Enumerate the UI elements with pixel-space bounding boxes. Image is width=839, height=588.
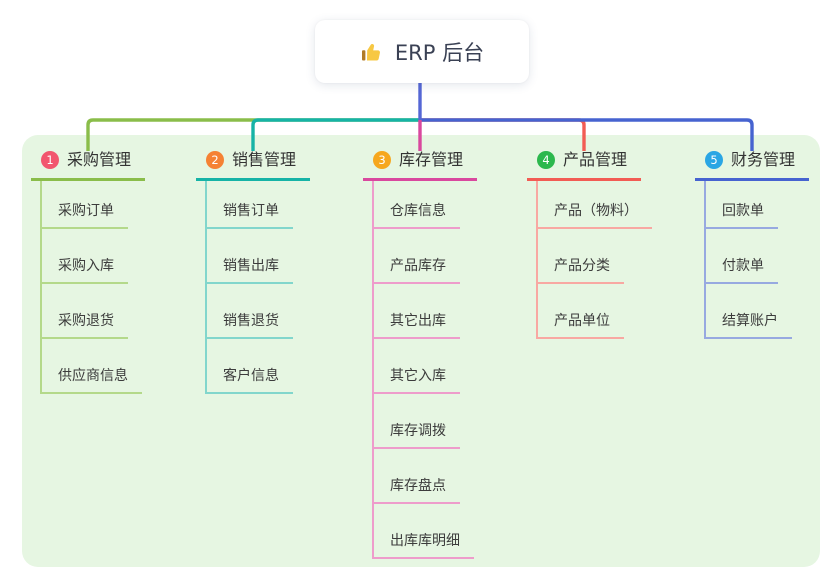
branch-children: 销售订单 销售出库 销售退货 客户信息 [205,181,293,394]
child-node[interactable]: 产品库存 [374,229,460,284]
branch-inventory: 3 库存管理 仓库信息 产品库存 其它出库 其它入库 库存调拨 库存盘点 出库库… [363,146,477,559]
branch-product: 4 产品管理 产品（物料） 产品分类 产品单位 [527,146,652,339]
branch-number-badge: 3 [373,151,391,169]
child-node[interactable]: 产品（物料） [538,181,652,229]
root-node[interactable]: ERP 后台 [315,20,529,83]
child-node[interactable]: 销售退货 [207,284,293,339]
child-node[interactable]: 采购入库 [42,229,128,284]
child-node[interactable]: 销售出库 [207,229,293,284]
branch-heading-purchase[interactable]: 1 采购管理 [31,146,145,181]
branch-heading-inventory[interactable]: 3 库存管理 [363,146,477,181]
branch-label: 采购管理 [67,150,132,169]
child-node[interactable]: 其它入库 [374,339,460,394]
branch-number-badge: 2 [206,151,224,169]
branch-children: 回款单 付款单 结算账户 [704,181,792,339]
branch-label: 销售管理 [232,150,297,169]
mindmap-panel [22,135,820,567]
child-node[interactable]: 结算账户 [706,284,792,339]
child-node[interactable]: 其它出库 [374,284,460,339]
branch-label: 产品管理 [563,150,628,169]
branch-children: 产品（物料） 产品分类 产品单位 [536,181,652,339]
child-node[interactable]: 销售订单 [207,181,293,229]
child-node[interactable]: 出库库明细 [374,504,474,559]
branch-number-badge: 4 [537,151,555,169]
branch-label: 库存管理 [399,150,464,169]
child-node[interactable]: 客户信息 [207,339,293,394]
child-node[interactable]: 产品单位 [538,284,624,339]
branch-number-badge: 1 [41,151,59,169]
branch-children: 仓库信息 产品库存 其它出库 其它入库 库存调拨 库存盘点 出库库明细 [372,181,474,559]
child-node[interactable]: 采购退货 [42,284,128,339]
child-node[interactable]: 供应商信息 [42,339,142,394]
thumbs-up-icon [361,43,380,60]
child-node[interactable]: 产品分类 [538,229,624,284]
branch-heading-product[interactable]: 4 产品管理 [527,146,641,181]
branch-finance: 5 财务管理 回款单 付款单 结算账户 [695,146,809,339]
branch-number-badge: 5 [705,151,723,169]
child-node[interactable]: 采购订单 [42,181,128,229]
branch-sales: 2 销售管理 销售订单 销售出库 销售退货 客户信息 [196,146,310,394]
child-node[interactable]: 库存调拨 [374,394,460,449]
branch-purchase: 1 采购管理 采购订单 采购入库 采购退货 供应商信息 [31,146,145,394]
child-node[interactable]: 仓库信息 [374,181,460,229]
branch-heading-finance[interactable]: 5 财务管理 [695,146,809,181]
root-title: ERP 后台 [394,40,485,65]
branch-heading-sales[interactable]: 2 销售管理 [196,146,310,181]
branch-label: 财务管理 [731,150,796,169]
child-node[interactable]: 回款单 [706,181,778,229]
branch-children: 采购订单 采购入库 采购退货 供应商信息 [40,181,142,394]
child-node[interactable]: 付款单 [706,229,778,284]
child-node[interactable]: 库存盘点 [374,449,460,504]
